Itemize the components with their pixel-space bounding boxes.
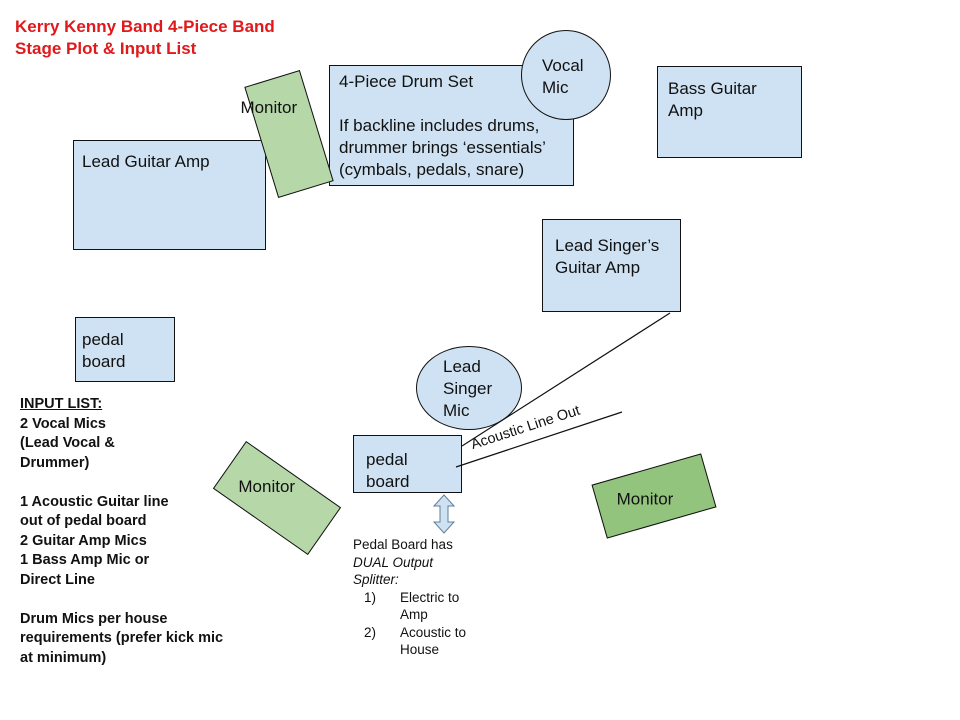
lead-singer-amp-label: Lead Singer’s Guitar Amp — [555, 235, 659, 279]
item-text: Electric to Amp — [400, 589, 459, 624]
acoustic-line-out — [455, 411, 623, 468]
lead-singer-amp-line-1: Lead Singer’s — [555, 236, 660, 255]
bass-amp-line-2: Amp — [668, 101, 703, 120]
bass-guitar-amp: Bass Guitar Amp — [657, 66, 802, 158]
pedal-board-lead-singer: pedal board — [353, 435, 462, 493]
drum-note-line-1: If backline includes drums, — [339, 116, 540, 135]
drum-note-line-2: drummer brings ‘essentials’ — [339, 138, 546, 157]
item-number: 1) — [364, 589, 377, 605]
input-group-2: 1 Acoustic Guitar line out of pedal boar… — [20, 493, 260, 591]
vocal-mic-label: Vocal Mic — [542, 55, 584, 99]
input-list-heading: INPUT LIST: — [20, 396, 103, 412]
bass-amp-label: Bass Guitar Amp — [668, 78, 757, 122]
lead-singer-mic-label: Lead Singer Mic — [443, 356, 492, 422]
pedal-board-note: Pedal Board has DUAL Output Splitter: 1)… — [353, 536, 503, 659]
pedal-board-left-line-1: pedal — [82, 330, 124, 349]
input-item: at minimum) — [20, 649, 107, 666]
lead-singer-mic-line-2: Singer — [443, 379, 493, 398]
input-group-3: Drum Mics per house requirements (prefer… — [20, 610, 260, 669]
lead-singer-mic-line-3: Mic — [443, 401, 470, 420]
vocal-mic-line-2: Mic — [542, 78, 569, 97]
item-text-line: Amp — [400, 607, 428, 622]
item-text: Acoustic to House — [400, 624, 466, 659]
vocal-mic-drummer: Vocal Mic — [521, 30, 611, 120]
input-item: Drum Mics per house — [20, 610, 168, 627]
pedal-note-line-3: Splitter: — [353, 572, 399, 587]
input-item: 2 Guitar Amp Mics — [20, 532, 147, 549]
input-item: (Lead Vocal & — [20, 435, 115, 451]
vocal-mic-line-1: Vocal — [542, 56, 584, 75]
lead-singer-guitar-amp: Lead Singer’s Guitar Amp — [542, 219, 681, 312]
title-line-2: Stage Plot & Input List — [15, 39, 197, 58]
item-text-line: Acoustic to — [400, 624, 467, 640]
pedal-board-left-line-2: board — [82, 352, 126, 371]
lead-singer-mic: Lead Singer Mic — [416, 346, 522, 430]
lead-guitar-amp: Lead Guitar Amp — [73, 140, 266, 250]
drum-set-note: If backline includes drums, drummer brin… — [339, 115, 546, 181]
double-arrow-icon — [432, 494, 456, 534]
input-item: Drummer) — [20, 454, 90, 471]
pedal-board-lead-guitar: pedal board — [75, 317, 175, 382]
splitter-output-item: 1) Electric to Amp — [353, 589, 503, 624]
input-item: requirements (prefer kick mic — [20, 630, 224, 646]
amp-cable-line — [461, 312, 671, 447]
lead-singer-amp-line-2: Guitar Amp — [555, 258, 641, 277]
lead-guitar-amp-label: Lead Guitar Amp — [82, 152, 210, 171]
drum-set: 4-Piece Drum Set If backline includes dr… — [329, 65, 574, 186]
title-line-1: Kerry Kenny Band 4-Piece Band — [15, 17, 275, 36]
pedal-board-left-label: pedal board — [82, 329, 125, 373]
pedal-board-center-label: pedal board — [366, 449, 409, 493]
item-text-line: Electric to — [400, 589, 460, 605]
input-item: 1 Acoustic Guitar line — [20, 493, 169, 510]
input-item: 2 Vocal Mics — [20, 415, 106, 432]
stage-plot-title: Kerry Kenny Band 4-Piece Band Stage Plot… — [15, 16, 275, 60]
bass-amp-line-1: Bass Guitar — [668, 79, 757, 98]
splitter-output-item: 2) Acoustic to House — [353, 624, 503, 659]
lead-singer-mic-line-1: Lead — [443, 357, 481, 376]
input-item: out of pedal board — [20, 513, 147, 529]
input-group-1: 2 Vocal Mics (Lead Vocal & Drummer) — [20, 415, 260, 474]
pedal-board-center-line-2: board — [366, 472, 410, 491]
input-list: INPUT LIST: 2 Vocal Mics (Lead Vocal & D… — [20, 395, 260, 668]
item-number: 2) — [364, 624, 377, 640]
pedal-note-line-2: DUAL Output — [353, 554, 434, 570]
item-text-line: House — [400, 642, 440, 657]
pedal-note-line-1: Pedal Board has — [353, 537, 453, 552]
splitter-output-list: 1) Electric to Amp 2) Acoustic to House — [353, 589, 503, 659]
input-item: 1 Bass Amp Mic or — [20, 552, 150, 568]
drum-note-line-3: (cymbals, pedals, snare) — [339, 160, 525, 179]
input-item: Direct Line — [20, 571, 95, 588]
drum-set-heading: 4-Piece Drum Set — [339, 72, 474, 91]
pedal-board-center-line-1: pedal — [366, 450, 408, 469]
